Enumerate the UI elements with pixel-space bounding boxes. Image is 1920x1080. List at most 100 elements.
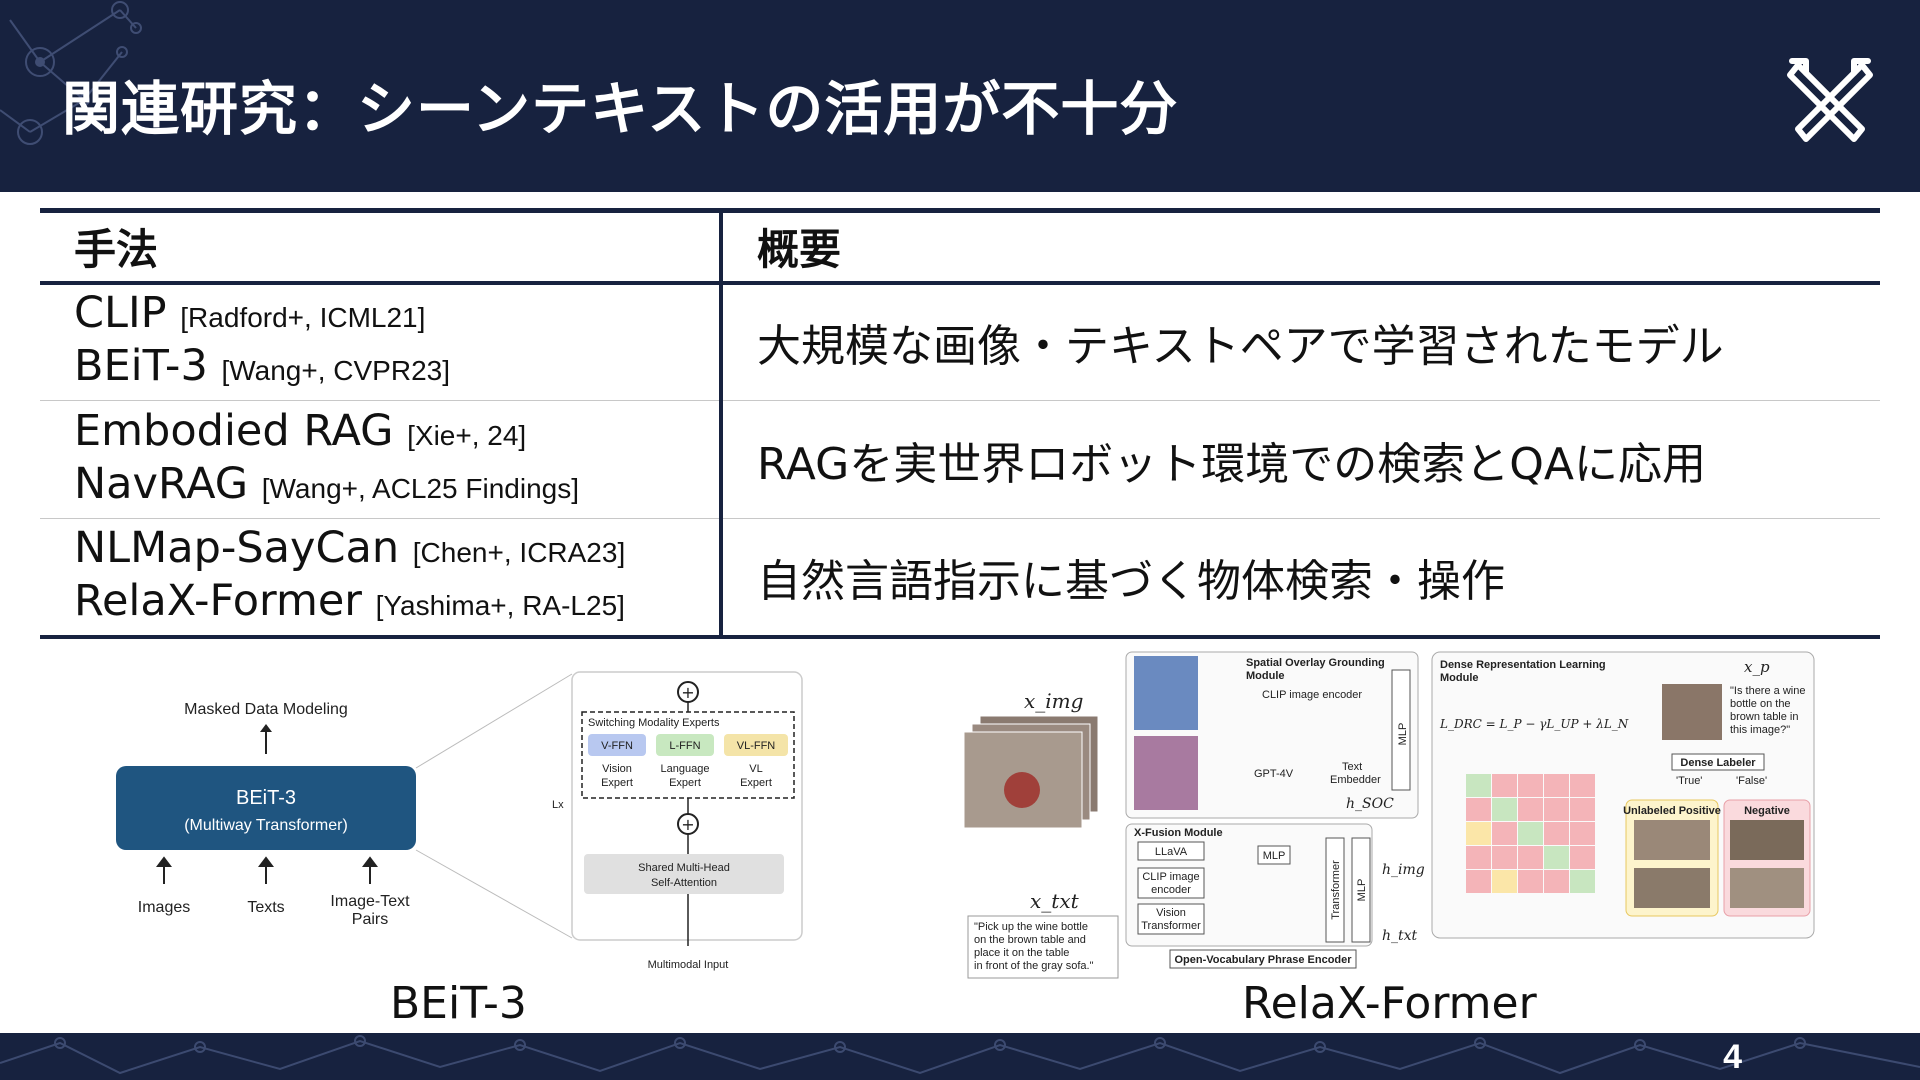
h-soc-label: h_SOC [1346,796,1394,812]
multimodal-input-label: Multimodal Input [648,959,729,971]
heatmap-cell [1492,870,1517,893]
h-img-label: h_img [1382,862,1425,878]
header-bar: 関連研究：シーンテキストの活用が不十分 [0,0,1920,192]
attention-box [584,854,784,894]
clip-encoder-label: CLIP image encoder [1262,689,1362,701]
expert-desc: Language [661,763,710,775]
attention-label: Self-Attention [651,877,717,889]
expert-desc: Expert [669,777,701,789]
loss-formula: L_DRC = L_P − γL_UP + λL_N [1439,717,1629,731]
input-image-text: Image-Text [330,893,410,910]
heatmap-cell [1570,798,1595,821]
method-name: BEiT-3 [74,341,208,392]
summary-text: 自然言語指示に基づく物体検索・操作 [757,555,1505,607]
instruction-text: place it on the table [974,947,1069,959]
table-row: Embodied RAG [Xie+, 24] NavRAG [Wang+, A… [40,400,1880,519]
heatmap-cell [1518,774,1543,797]
heatmap-cell [1492,798,1517,821]
expert-desc: Expert [601,777,633,789]
transformer-label: Transformer [1330,860,1342,920]
instruction-text: on the brown table and [974,934,1086,946]
dense-labeler-label: Dense Labeler [1680,757,1756,769]
gpt4v-label: GPT-4V [1254,768,1294,780]
drl-title: Module [1440,672,1479,684]
l-ffn-label: L-FFN [669,740,700,752]
method-name: CLIP [74,288,167,339]
expert-desc: VL [749,763,762,775]
table-row: CLIP [Radford+, ICML21] BEiT-3 [Wang+, C… [40,282,1880,401]
v-ffn-label: V-FFN [601,740,633,752]
instruction-text: "Pick up the wine bottle [974,921,1088,933]
footer-bar [0,1033,1920,1080]
slide-title: 関連研究：シーンテキストの活用が不十分 [62,75,1179,143]
heatmap-cell [1570,822,1595,845]
vision-transformer-label: Transformer [1141,920,1201,932]
sog-title: Module [1246,670,1285,682]
clip-image-encoder-label: encoder [1151,884,1191,896]
svg-text:+: + [681,815,694,834]
masked-modeling-label: Masked Data Modeling [184,701,348,718]
heatmap-cell [1492,846,1517,869]
network-pattern-icon [0,1035,1920,1075]
instruction-text: in front of the gray sofa." [974,960,1094,972]
relax-former-figure: x_img x_txt "Pick up the wine bottle on … [963,651,1815,979]
h-txt-label: h_txt [1382,928,1418,944]
true-label: 'True' [1676,775,1702,787]
method-cell: Embodied RAG [Xie+, 24] NavRAG [Wang+, A… [40,400,723,519]
method-ref: [Xie+, 24] [407,419,527,451]
beit3-caption: BEiT-3 [390,978,527,1029]
svg-text:+: + [681,683,694,702]
false-label: 'False' [1736,775,1767,787]
question-text: "Is there a wine [1730,685,1805,697]
drl-title: Dense Representation Learning [1440,659,1606,671]
method-ref: [Yashima+, RA-L25] [375,589,625,621]
method-cell: CLIP [Radford+, ICML21] BEiT-3 [Wang+, C… [40,282,723,401]
beit3-box [116,766,416,850]
expert-desc: Expert [740,777,772,789]
clip-image-encoder-label: CLIP image [1142,871,1199,883]
method-name: Embodied RAG [74,405,394,456]
heatmap-cell [1466,870,1491,893]
heatmap-cell [1466,774,1491,797]
heatmap-cell [1518,798,1543,821]
method-ref: [Chen+, ICRA23] [412,536,626,568]
heatmap-cell [1570,870,1595,893]
repeat-label: Lx [552,799,564,811]
beit3-box-subtitle: (Multiway Transformer) [184,817,348,834]
input-texts: Texts [247,899,284,916]
header-method: 手法 [40,210,723,283]
beit3-box-title: BEiT-3 [236,787,296,809]
question-text: bottle on the [1730,698,1791,710]
heatmap-cell [1544,774,1569,797]
beit3-figure: Masked Data Modeling BEiT-3 (Multiway Tr… [116,671,803,971]
mlp-label: MLP [1356,879,1368,902]
method-name: NavRAG [74,458,249,509]
sog-module [1125,651,1419,819]
method-name: RelaX-Former [74,575,362,626]
mlp-label: MLP [1397,723,1409,746]
method-ref: [Wang+, CVPR23] [221,355,450,387]
heatmap-cell [1544,870,1569,893]
attention-label: Shared Multi-Head [638,862,730,874]
expert-desc: Vision [602,763,632,775]
crossed-tools-icon [1787,58,1873,142]
ovpe-label: Open-Vocabulary Phrase Encoder [1174,954,1352,966]
mlp-label: MLP [1263,850,1286,862]
summary-text: 大規模な画像・テキストペアで学習されたモデル [757,321,1724,373]
table-header-row: 手法 概要 [40,210,1880,283]
method-name: NLMap-SayCan [74,522,400,573]
negative-label: Negative [1744,805,1790,817]
x-fusion-title: X-Fusion Module [1134,827,1223,839]
heatmap-cell [1518,846,1543,869]
llava-label: LLaVA [1155,846,1188,858]
unlabeled-positive-label: Unlabeled Positive [1623,805,1721,817]
heatmap-cell [1466,822,1491,845]
network-pattern-icon [0,1,142,145]
heatmap-cell [1570,846,1595,869]
question-text: brown table in [1730,711,1799,723]
table-row: NLMap-SayCan [Chen+, ICRA23] RelaX-Forme… [40,518,1880,637]
vision-transformer-label: Vision [1156,907,1186,919]
similarity-heatmap [1466,774,1595,893]
heatmap-cell [1570,774,1595,797]
heatmap-cell [1492,774,1517,797]
